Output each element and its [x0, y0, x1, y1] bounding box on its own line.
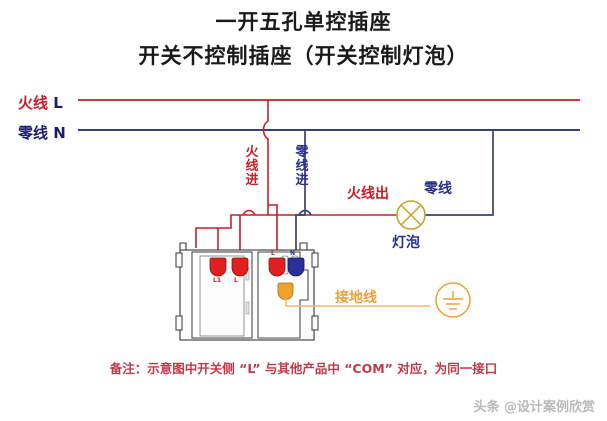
- page-title-line-1: 一开五孔单控插座: [215, 10, 392, 34]
- terminal-screw-L: [231, 257, 249, 277]
- bulb-label: 灯泡: [392, 235, 420, 251]
- terminal-label-socket-l: L: [271, 250, 275, 257]
- neutral-supply-label-cn: 零线: [18, 124, 49, 142]
- switch-rocker-notch-2: [245, 301, 250, 315]
- mount-ear-right-top: [311, 252, 319, 268]
- live-jumper-arc-left: [242, 209, 256, 216]
- live-supply-label-cn: 火线: [18, 94, 49, 112]
- watermark: 头条 @设计案例欣赏: [473, 400, 595, 415]
- live-to-switch-run: [195, 214, 268, 248]
- mount-ear-left-top: [175, 252, 183, 268]
- mount-ear-right-bottom: [311, 315, 319, 331]
- live-branch-to-socket: [268, 204, 278, 240]
- neutral-supply-label-code: N: [53, 124, 66, 142]
- ground-label: 接地线: [335, 290, 377, 306]
- live-supply-label: 火线 L: [18, 92, 63, 113]
- terminal-screw-socket-N: [287, 257, 305, 277]
- ground-symbol-circle: [435, 282, 471, 318]
- terminal-screw-ground: [277, 282, 294, 300]
- neutral-return-to-bulb: [425, 130, 494, 216]
- bulb-symbol: [396, 200, 426, 230]
- neutral-return-label: 零线: [424, 181, 452, 197]
- live-out-label: 火线出: [347, 186, 389, 202]
- neutral-jumper-arc: [298, 209, 312, 216]
- terminal-label-switch-l1: L1: [213, 277, 221, 284]
- bulb-cross-b: [400, 204, 422, 226]
- terminal-label-switch-l: L: [234, 277, 238, 284]
- live-supply-label-code: L: [53, 94, 63, 112]
- ground-wire-run: [285, 298, 430, 307]
- live-in-label: 火线进: [245, 145, 259, 188]
- page-title-line-2: 开关不控制插座（开关控制灯泡）: [138, 44, 469, 68]
- neutral-supply-label: 零线 N: [18, 122, 66, 143]
- terminal-screw-socket-L: [268, 257, 286, 277]
- terminal-screw-L1: [209, 257, 227, 277]
- terminal-label-socket-n: N: [290, 250, 296, 257]
- mount-ear-left-bottom: [175, 315, 183, 331]
- neutral-drop-to-socket: [295, 130, 306, 258]
- live-drop-with-jumper: [262, 100, 269, 215]
- neutral-in-label: 零线进: [295, 145, 309, 188]
- footnote: 备注：示意图中开关侧 “L” 与其他产品中 “COM” 对应，为同一接口: [109, 361, 498, 376]
